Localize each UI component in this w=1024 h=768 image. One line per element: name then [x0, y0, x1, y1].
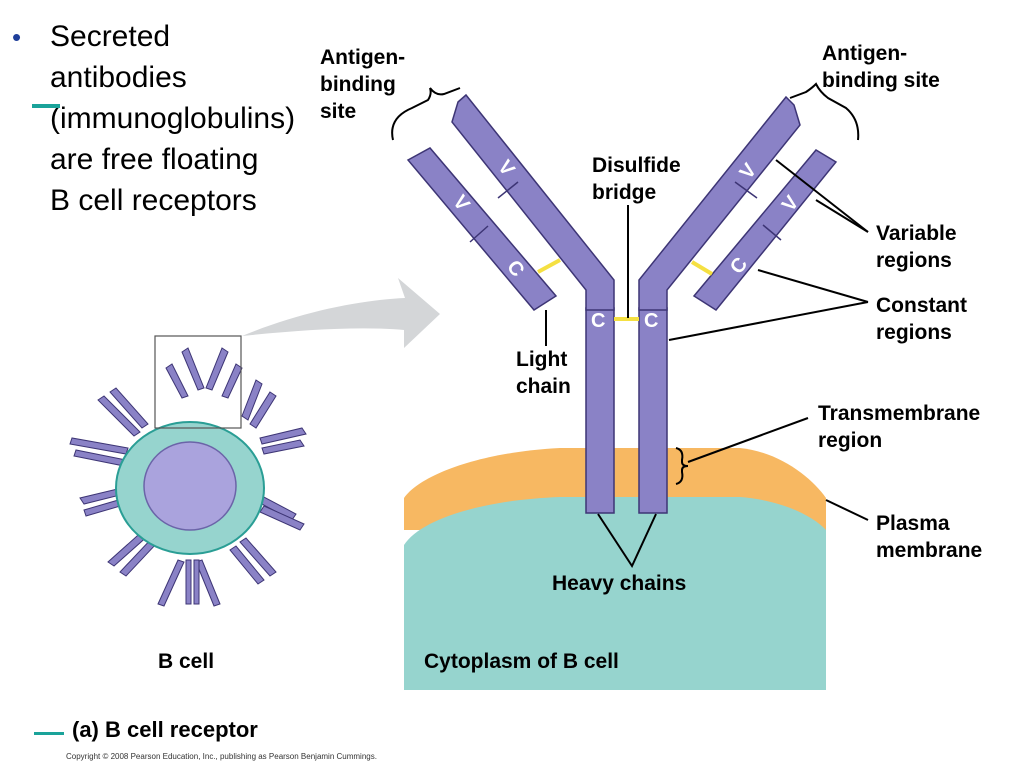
b-cell-nucleus	[143, 441, 237, 531]
zoom-selection-box	[154, 335, 242, 429]
label-antigen-binding-site-left: Antigen-binding site	[320, 46, 406, 123]
domain-letter-c: C	[591, 310, 605, 332]
label-plasma-membrane: Plasma membrane	[876, 512, 983, 562]
bullet-text: Secreted antibodies (immunoglobulins) ar…	[50, 20, 296, 217]
brace-antigen-left	[391, 87, 461, 141]
receptor-mark	[261, 439, 305, 455]
heavy-chain-stem-left	[585, 307, 615, 514]
label-variable-regions: Variable regions	[876, 222, 957, 272]
caption-dash	[34, 732, 64, 735]
receptor-mark	[181, 347, 205, 391]
heavy-chain-arm-right	[638, 95, 801, 311]
cytoplasm-area	[404, 497, 826, 690]
receptor-mark	[249, 391, 277, 429]
receptor-mark	[185, 559, 192, 605]
leader-constant	[757, 269, 869, 303]
receptor-mark	[109, 387, 149, 429]
receptor-mark	[165, 363, 189, 399]
brace-transmembrane	[675, 447, 689, 485]
decorative-dash	[32, 104, 60, 108]
domain-letter-c: C	[644, 310, 658, 332]
light-chain-right	[692, 149, 838, 311]
receptor-mark	[193, 559, 200, 605]
receptor-mark	[205, 347, 229, 391]
bullet-marker: •	[12, 22, 22, 52]
receptor-mark	[259, 505, 305, 531]
receptor-mark	[221, 363, 243, 399]
label-antigen-binding-site-right: Antigen-binding site	[822, 42, 940, 92]
leader-plasma-membrane	[825, 499, 869, 521]
receptor-mark	[229, 545, 265, 585]
b-cell-illustration	[69, 335, 307, 607]
receptor-mark	[157, 559, 185, 607]
receptor-mark	[241, 379, 263, 421]
leader-variable	[775, 159, 869, 233]
leader-variable	[815, 199, 869, 233]
label-disulfide-bridge: Disulfide bridge	[592, 154, 681, 204]
label-cytoplasm: Cytoplasm of B cell	[424, 650, 619, 673]
disulfide-bridge-line	[690, 260, 714, 276]
label-light-chain: Light chain	[516, 348, 571, 398]
brace-antigen-right	[789, 82, 860, 141]
label-transmembrane-region: Transmembrane region	[818, 402, 981, 452]
heavy-chain-arm-left	[451, 93, 615, 311]
label-b-cell: B cell	[158, 650, 215, 673]
receptor-mark	[97, 395, 141, 437]
receptor-mark	[259, 427, 307, 445]
receptor-mark	[69, 437, 129, 455]
heavy-chain-stem-right	[638, 307, 668, 514]
domain-divider	[497, 181, 519, 199]
receptor-mark	[239, 537, 277, 577]
domain-divider	[762, 224, 782, 241]
figure-caption: (a) B cell receptor	[72, 717, 258, 742]
leader-transmembrane	[687, 417, 809, 463]
domain-divider	[469, 225, 489, 243]
light-chain-left	[406, 147, 558, 311]
receptor-mark	[195, 559, 221, 607]
zoom-arrow	[242, 278, 440, 348]
leader-constant	[668, 301, 869, 341]
disulfide-bridge-line	[537, 258, 561, 274]
copyright-notice: Copyright © 2008 Pearson Education, Inc.…	[66, 752, 377, 761]
leader-heavy-chains	[597, 513, 657, 569]
label-constant-regions: Constant regions	[876, 294, 967, 344]
label-heavy-chains: Heavy chains	[552, 572, 687, 595]
domain-divider	[734, 181, 758, 199]
